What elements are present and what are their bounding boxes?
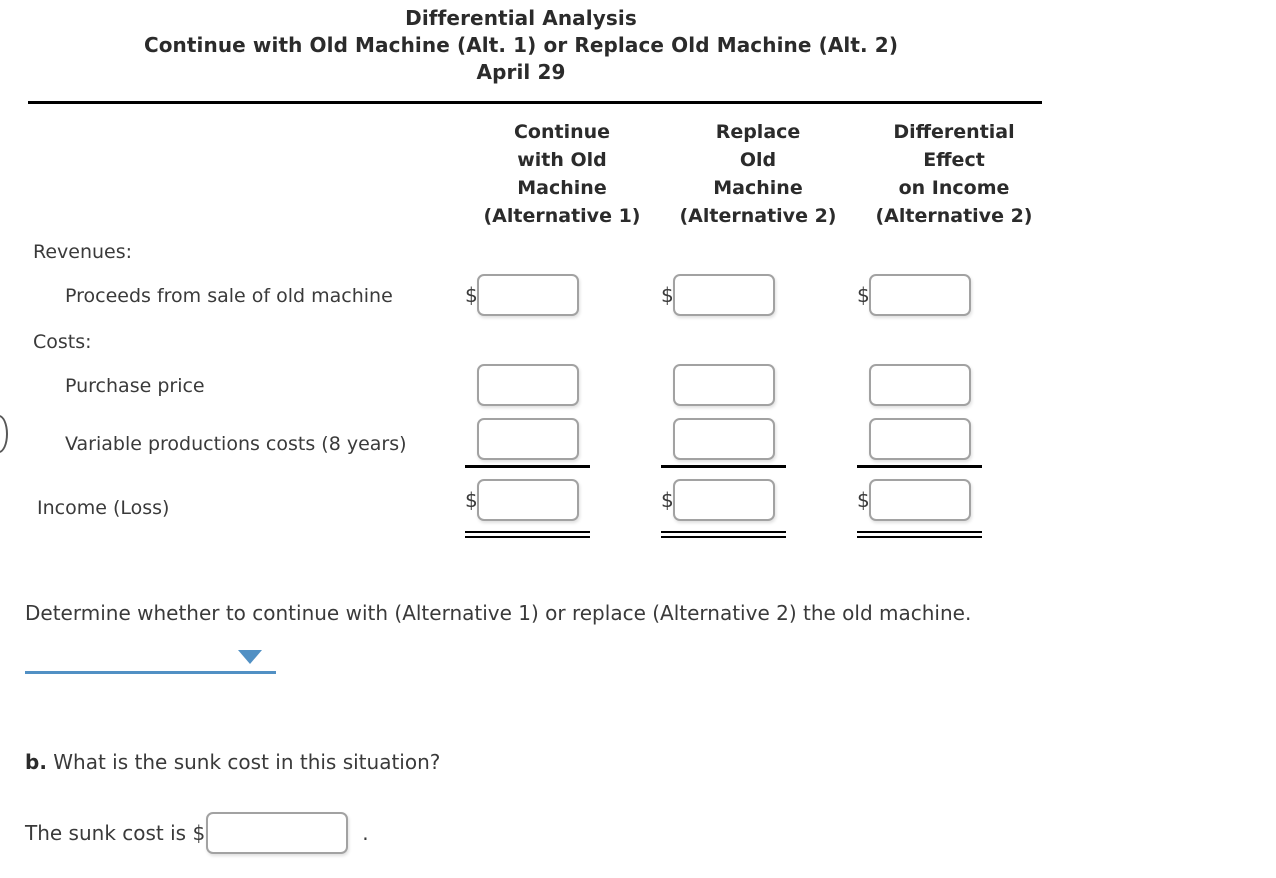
input-variable-costs-alt2[interactable]: [673, 418, 775, 460]
title-line-2: Continue with Old Machine (Alt. 1) or Re…: [143, 33, 899, 57]
cell-variable-costs-alt1: $: [465, 418, 579, 460]
cell-income-loss-alt1: $: [465, 479, 579, 521]
table-top-rule: [28, 101, 1042, 104]
col2-line3: Machine: [713, 177, 803, 199]
col1-line1: Continue: [513, 121, 611, 143]
col2-line2: Old: [739, 149, 777, 171]
total-double-rule-differential: [857, 531, 982, 538]
sheet-title-block: Differential Analysis Continue with Old …: [0, 0, 1042, 86]
input-proceeds-alt2[interactable]: [673, 274, 775, 316]
input-variable-costs-alt1[interactable]: [477, 418, 579, 460]
currency-symbol: $: [661, 283, 674, 307]
currency-symbol: $: [465, 488, 478, 512]
row-label-proceeds: Proceeds from sale of old machine: [65, 285, 393, 307]
col1-line2: with Old: [517, 149, 607, 171]
question-b-label: b.: [25, 750, 47, 774]
subtotal-rule-differential: [857, 465, 982, 468]
determination-select[interactable]: [25, 636, 276, 674]
currency-symbol: $: [465, 283, 478, 307]
total-double-rule-alt1: [465, 531, 590, 538]
row-label-variable-costs: Variable productions costs (8 years): [65, 433, 407, 455]
sunk-cost-answer-row: The sunk cost is $ .: [25, 812, 369, 854]
currency-symbol: $: [857, 283, 870, 307]
currency-symbol: $: [857, 488, 870, 512]
clipped-edge-artifact: [0, 415, 8, 453]
col1-line4: (Alternative 1): [483, 205, 641, 227]
col1-line3: Machine: [517, 177, 607, 199]
determination-prompt: Determine whether to continue with (Alte…: [25, 601, 972, 625]
row-label-income-loss: Income (Loss): [37, 497, 170, 519]
row-label-revenues: Revenues:: [33, 241, 133, 263]
cell-proceeds-alt2: $: [661, 274, 775, 316]
cell-variable-costs-alt2: $: [661, 418, 775, 460]
col3-line2: Effect: [923, 149, 985, 171]
col2-line1: Replace: [715, 121, 801, 143]
input-purchase-price-alt1[interactable]: [477, 364, 579, 406]
col3-line3: on Income: [898, 177, 1010, 199]
row-label-purchase-price: Purchase price: [65, 375, 205, 397]
cell-purchase-price-alt2: $: [661, 364, 775, 406]
total-double-rule-alt2: [661, 531, 786, 538]
input-proceeds-differential[interactable]: [869, 274, 971, 316]
subtotal-rule-alt1: [465, 465, 590, 468]
row-label-costs: Costs:: [33, 331, 92, 353]
column-header-alternative-1: Continue with Old Machine (Alternative 1…: [464, 118, 660, 230]
cell-income-loss-differential: $: [857, 479, 971, 521]
subtotal-rule-alt2: [661, 465, 786, 468]
col3-line4: (Alternative 2): [875, 205, 1033, 227]
sunk-cost-suffix: .: [362, 821, 369, 845]
column-header-differential-effect: Differential Effect on Income (Alternati…: [856, 118, 1052, 230]
cell-variable-costs-differential: $: [857, 418, 971, 460]
title-line-1: Differential Analysis: [405, 6, 637, 30]
differential-analysis-sheet: Differential Analysis Continue with Old …: [0, 0, 1276, 538]
input-purchase-price-differential[interactable]: [869, 364, 971, 406]
sunk-cost-prefix: The sunk cost is $: [25, 821, 206, 845]
input-variable-costs-differential[interactable]: [869, 418, 971, 460]
question-b: b. What is the sunk cost in this situati…: [25, 750, 440, 774]
input-sunk-cost[interactable]: [206, 812, 349, 854]
col3-line1: Differential: [893, 121, 1015, 143]
cell-purchase-price-alt1: $: [465, 364, 579, 406]
cell-purchase-price-differential: $: [857, 364, 971, 406]
cell-income-loss-alt2: $: [661, 479, 775, 521]
question-b-text: What is the sunk cost in this situation?: [46, 750, 441, 774]
currency-symbol: $: [661, 488, 674, 512]
column-headers: Continue with Old Machine (Alternative 1…: [0, 118, 1276, 230]
col2-line4: (Alternative 2): [679, 205, 837, 227]
input-income-loss-differential[interactable]: [869, 479, 971, 521]
title-line-3: April 29: [476, 60, 566, 84]
input-proceeds-alt1[interactable]: [477, 274, 579, 316]
column-header-alternative-2: Replace Old Machine (Alternative 2): [660, 118, 856, 230]
cell-proceeds-differential: $: [857, 274, 971, 316]
input-income-loss-alt2[interactable]: [673, 479, 775, 521]
cell-proceeds-alt1: $: [465, 274, 579, 316]
input-income-loss-alt1[interactable]: [477, 479, 579, 521]
input-purchase-price-alt2[interactable]: [673, 364, 775, 406]
determination-select-wrapper[interactable]: [25, 636, 276, 678]
